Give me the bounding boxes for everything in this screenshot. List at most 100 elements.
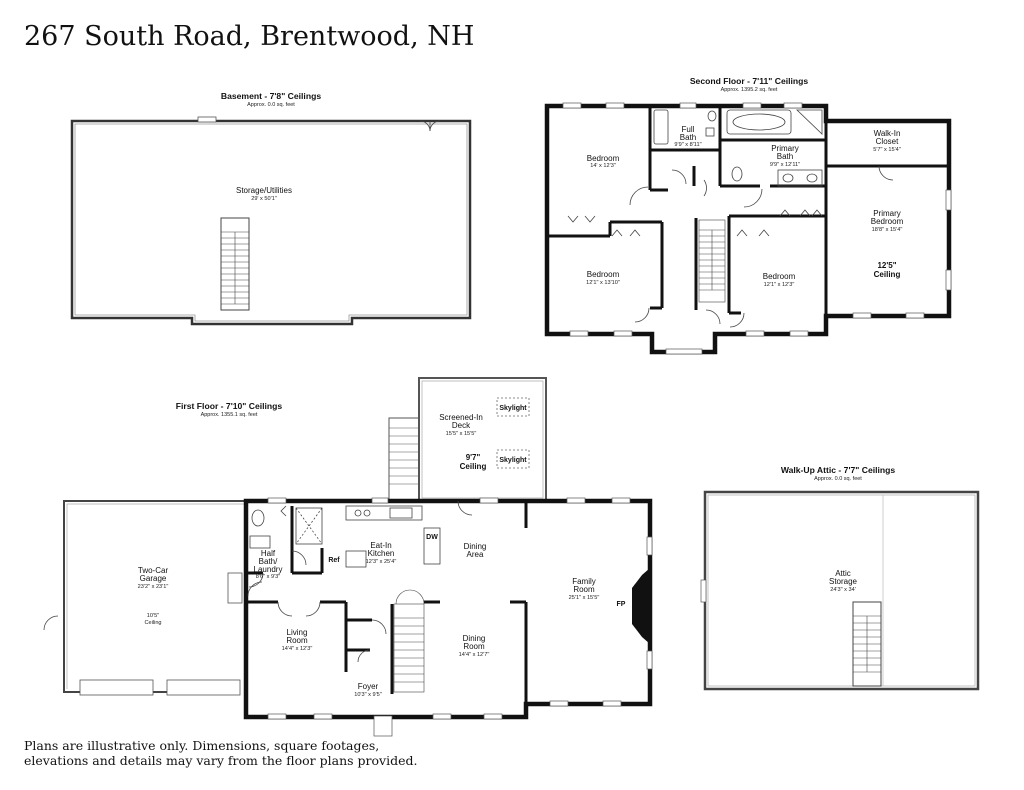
ceiling-label-primary-bedroom: Ceiling (874, 270, 901, 279)
room-label-half-bath: Laundry (254, 565, 283, 574)
second-floor-interior-walls (547, 106, 949, 316)
room-dims-bedroom: 12'1" x 12'3" (764, 282, 795, 288)
room-label-dining-room: Room (463, 642, 485, 651)
second-floor-doors (567, 165, 894, 328)
room-dims-living-room: 14'4" x 12'3" (282, 646, 313, 652)
ceiling-label-garage: Ceiling (144, 620, 161, 626)
first-floor-title: First Floor - 7'10" Ceilings (176, 401, 283, 411)
room-label-family-room: Room (573, 585, 595, 594)
room-label-bedroom: Bedroom (587, 270, 620, 279)
shower-icon (796, 109, 823, 135)
room-label-primary-bath: Bath (777, 152, 793, 161)
room-label-kitchen: Kitchen (368, 549, 395, 558)
first-floor-stairs (393, 589, 425, 693)
room-label-attic: Storage (829, 577, 858, 586)
garage-door (166, 679, 241, 696)
window (197, 116, 217, 123)
first-floor-doors (247, 500, 473, 663)
room-label-living-room: Room (286, 636, 308, 645)
basement-plan: Basement - 7'8" Ceilings Approx. 0.0 sq.… (70, 91, 472, 326)
first-floor-outline (243, 498, 653, 720)
room-label-dining-area: Dining (464, 542, 487, 551)
room-dims-kitchen: 12'3" x 25'4" (366, 559, 397, 565)
skylight-marker (496, 449, 530, 469)
room-label-storage: Storage/Utilities (236, 186, 292, 195)
kitchen-fixtures (249, 505, 441, 568)
window (700, 579, 707, 603)
room-label-full-bath: Full (682, 125, 695, 134)
room-dims-attic: 24'3" x 34' (830, 587, 856, 593)
room-dims-storage: 29' x 50'1" (251, 196, 277, 202)
room-label-bedroom: Bedroom (763, 272, 796, 281)
room-label-half-bath: Half (261, 549, 276, 558)
sink-icon (389, 507, 413, 519)
room-dims-primary-bath: 9'9" x 12'11" (770, 162, 800, 168)
room-label-garage: Garage (140, 574, 167, 583)
room-label-bedroom: Bedroom (587, 154, 620, 163)
room-dims-foyer: 10'3" x 9'5" (354, 692, 382, 698)
dishwasher-label: DW (426, 534, 438, 541)
basement-title: Basement - 7'8" Ceilings (221, 91, 321, 101)
basement-outline (70, 119, 472, 326)
basement-stairs (220, 217, 250, 311)
second-floor-windows (562, 102, 952, 355)
garage-door (79, 679, 154, 696)
room-label-deck: Screened-In (439, 413, 483, 422)
second-floor-title: Second Floor - 7'11" Ceilings (690, 76, 809, 86)
skylight-marker (496, 397, 530, 417)
first-floor-area: Approx. 1355.1 sq. feet (201, 412, 258, 418)
room-label-family-room: Family (572, 577, 596, 586)
disclaimer-line: Plans are illustrative only. Dimensions,… (24, 738, 379, 753)
room-label-primary-bath: Primary (771, 144, 799, 153)
counter-icon (345, 505, 423, 521)
first-floor-plan: First Floor - 7'10" Ceilings Approx. 135… (43, 377, 653, 737)
skylight-label: Skylight (499, 457, 527, 464)
skylight-label: Skylight (499, 405, 527, 412)
room-label-primary-bedroom: Bedroom (871, 217, 904, 226)
room-dims-full-bath: 9'9" x 8'11" (674, 142, 701, 148)
room-label-full-bath: Bath (680, 133, 696, 142)
door (43, 615, 59, 631)
room-label-dining-room: Dining (463, 634, 486, 643)
second-floor-plan: Second Floor - 7'11" Ceilings Approx. 13… (544, 76, 952, 355)
first-floor-windows (267, 497, 653, 737)
bath-fixtures (653, 109, 823, 187)
bathtub-icon (726, 109, 792, 135)
ceiling-label-deck: Ceiling (460, 462, 487, 471)
room-label-primary-bedroom: Primary (873, 209, 901, 218)
stove-icon (354, 509, 362, 517)
room-dims-walk-in-closet: 5'7" x 15'4" (873, 147, 901, 153)
room-label-deck: Deck (452, 421, 471, 430)
toilet-icon (731, 166, 743, 182)
room-dims-primary-bedroom: 18'8" x 15'4" (872, 227, 903, 233)
toilet-icon (251, 509, 265, 527)
garage: Two-Car Garage 23'2" x 23'1" 10'5" Ceili… (43, 500, 246, 696)
page-title: 267 South Road, Brentwood, NH (24, 21, 474, 52)
attic-title: Walk-Up Attic - 7'7" Ceilings (781, 465, 896, 475)
refrigerator-icon (345, 550, 367, 568)
second-floor-stairs (698, 219, 726, 303)
fireplace-icon (632, 568, 650, 644)
attic-plan: Walk-Up Attic - 7'7" Ceilings Approx. 0.… (700, 465, 980, 691)
garage-step (227, 572, 243, 604)
room-label-dining-area: Area (467, 550, 484, 559)
second-floor-area: Approx. 1395.2 sq. feet (721, 87, 778, 93)
vanity-icon (777, 169, 823, 187)
bathtub-icon (653, 109, 669, 145)
room-label-garage: Two-Car (138, 566, 169, 575)
ceiling-height-primary-bedroom: 12'5" (877, 261, 896, 270)
first-floor-interior-walls (246, 501, 528, 704)
sink-icon (249, 535, 271, 549)
disclaimer-line: elevations and details may vary from the… (24, 753, 417, 768)
screened-deck: Skylight Skylight Screened-In Deck 15'5"… (388, 377, 547, 502)
basement-area: Approx. 0.0 sq. feet (247, 102, 295, 108)
refrigerator-label: Ref (328, 557, 340, 564)
attic-stairs (852, 601, 882, 687)
ceiling-height-garage: 10'5" (147, 613, 159, 619)
room-label-foyer: Foyer (358, 682, 379, 691)
ceiling-height-deck: 9'7" (466, 453, 481, 462)
door (419, 120, 441, 132)
room-dims-bedroom: 14' x 12'3" (590, 163, 616, 169)
